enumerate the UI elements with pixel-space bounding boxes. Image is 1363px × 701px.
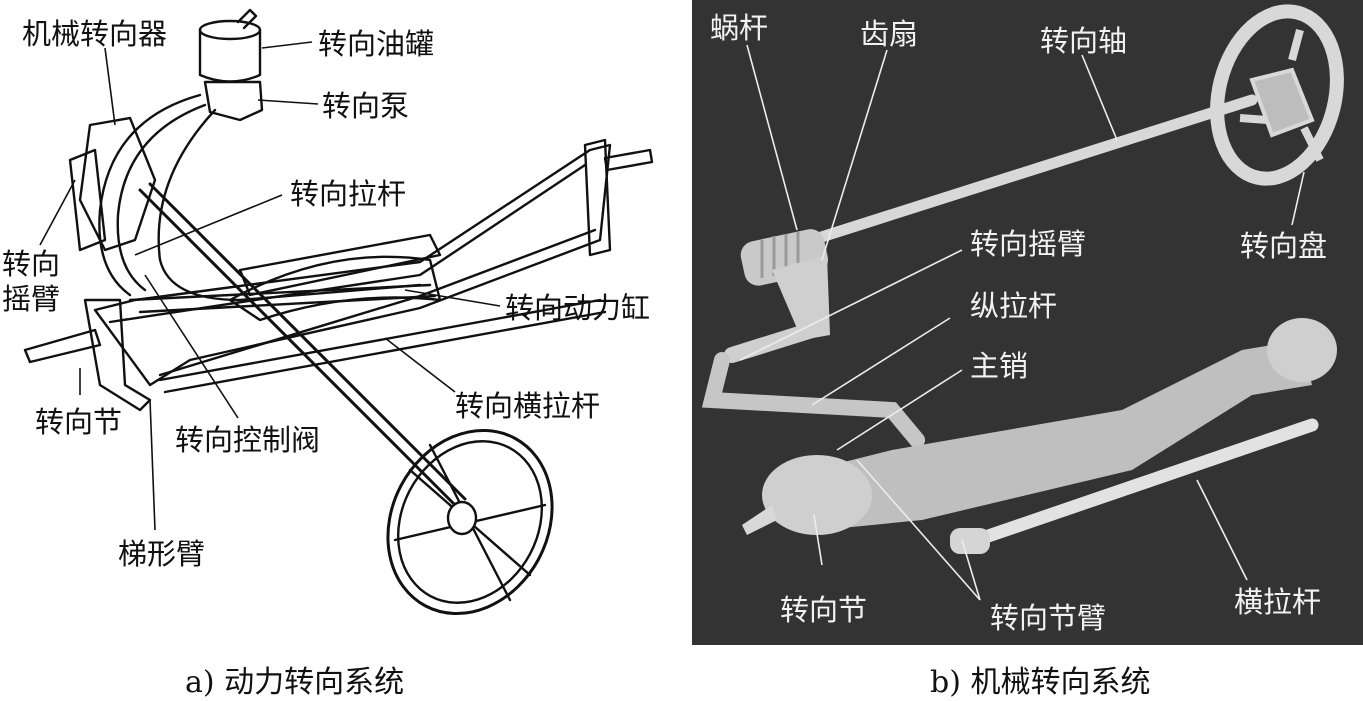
label-steering-oil-tank: 转向油罐 bbox=[318, 27, 435, 61]
label-steering-tie-rod: 转向拉杆 bbox=[290, 177, 407, 211]
steering-pump bbox=[203, 80, 264, 122]
pitman-arm bbox=[724, 322, 820, 363]
mechanical-steering-panel: 蜗杆 齿扇 转向轴 转向摇臂 转向盘 纵拉杆 主销 转向节 转向节臂 横拉杆 bbox=[692, 0, 1363, 645]
label-steering-knuckle: 转向节 bbox=[35, 405, 123, 439]
mechanical-steering-wheel bbox=[1210, 4, 1344, 186]
oil-tank bbox=[198, 19, 262, 41]
mechanical-steering-drawing bbox=[701, 4, 1344, 601]
tie-rod bbox=[955, 418, 1319, 552]
label-pitman-arm: 转向摇臂 bbox=[970, 227, 1087, 261]
cross-tie-rod bbox=[158, 298, 602, 382]
power-steering-wheel bbox=[386, 428, 554, 616]
label-steering-arm-line2: 摇臂 bbox=[2, 282, 61, 316]
label-steering-arm-line1: 转向 bbox=[2, 247, 61, 281]
label-tie-rod: 横拉杆 bbox=[1234, 585, 1322, 619]
label-steering-knuckle-b: 转向节 bbox=[780, 593, 868, 627]
hose-1 bbox=[98, 93, 202, 297]
steering-shaft bbox=[806, 94, 1258, 246]
steering-column bbox=[138, 188, 457, 507]
label-mechanical-steering-gear: 机械转向器 bbox=[22, 17, 168, 51]
label-cross-tie-rod: 转向横拉杆 bbox=[455, 389, 601, 423]
power-steering-panel: 机械转向器 转向油罐 转向泵 转向拉杆 转向 摇臂 转向动力缸 转向横拉杆 转向… bbox=[0, 0, 680, 652]
sector-gear bbox=[772, 255, 830, 340]
label-kingpin: 主销 bbox=[970, 349, 1029, 383]
label-knuckle-arm: 转向节臂 bbox=[990, 601, 1107, 635]
label-steering-wheel: 转向盘 bbox=[1240, 229, 1328, 263]
label-power-cylinder: 转向动力缸 bbox=[505, 291, 651, 325]
drag-link bbox=[701, 352, 925, 448]
right-knuckle-b bbox=[1267, 318, 1337, 382]
label-steering-shaft: 转向轴 bbox=[1040, 24, 1128, 58]
label-trapezoid-arm: 梯形臂 bbox=[118, 537, 206, 571]
label-worm: 蜗杆 bbox=[710, 11, 769, 45]
label-steering-pump: 转向泵 bbox=[322, 89, 410, 123]
axle-beam bbox=[238, 233, 442, 297]
label-sector-gear: 齿扇 bbox=[860, 17, 919, 51]
right-knuckle bbox=[583, 138, 612, 257]
left-knuckle-b bbox=[762, 455, 872, 535]
power-steering-drawing bbox=[23, 8, 654, 616]
label-control-valve: 转向控制阀 bbox=[175, 423, 321, 457]
steering-gear-housing bbox=[78, 116, 157, 252]
caption-mechanical-steering: b) 机械转向系统 bbox=[930, 665, 1151, 700]
left-stub-axle bbox=[23, 328, 102, 364]
caption-power-steering: a) 动力转向系统 bbox=[185, 665, 405, 700]
front-axle bbox=[812, 340, 1312, 530]
label-drag-link: 纵拉杆 bbox=[970, 289, 1058, 323]
